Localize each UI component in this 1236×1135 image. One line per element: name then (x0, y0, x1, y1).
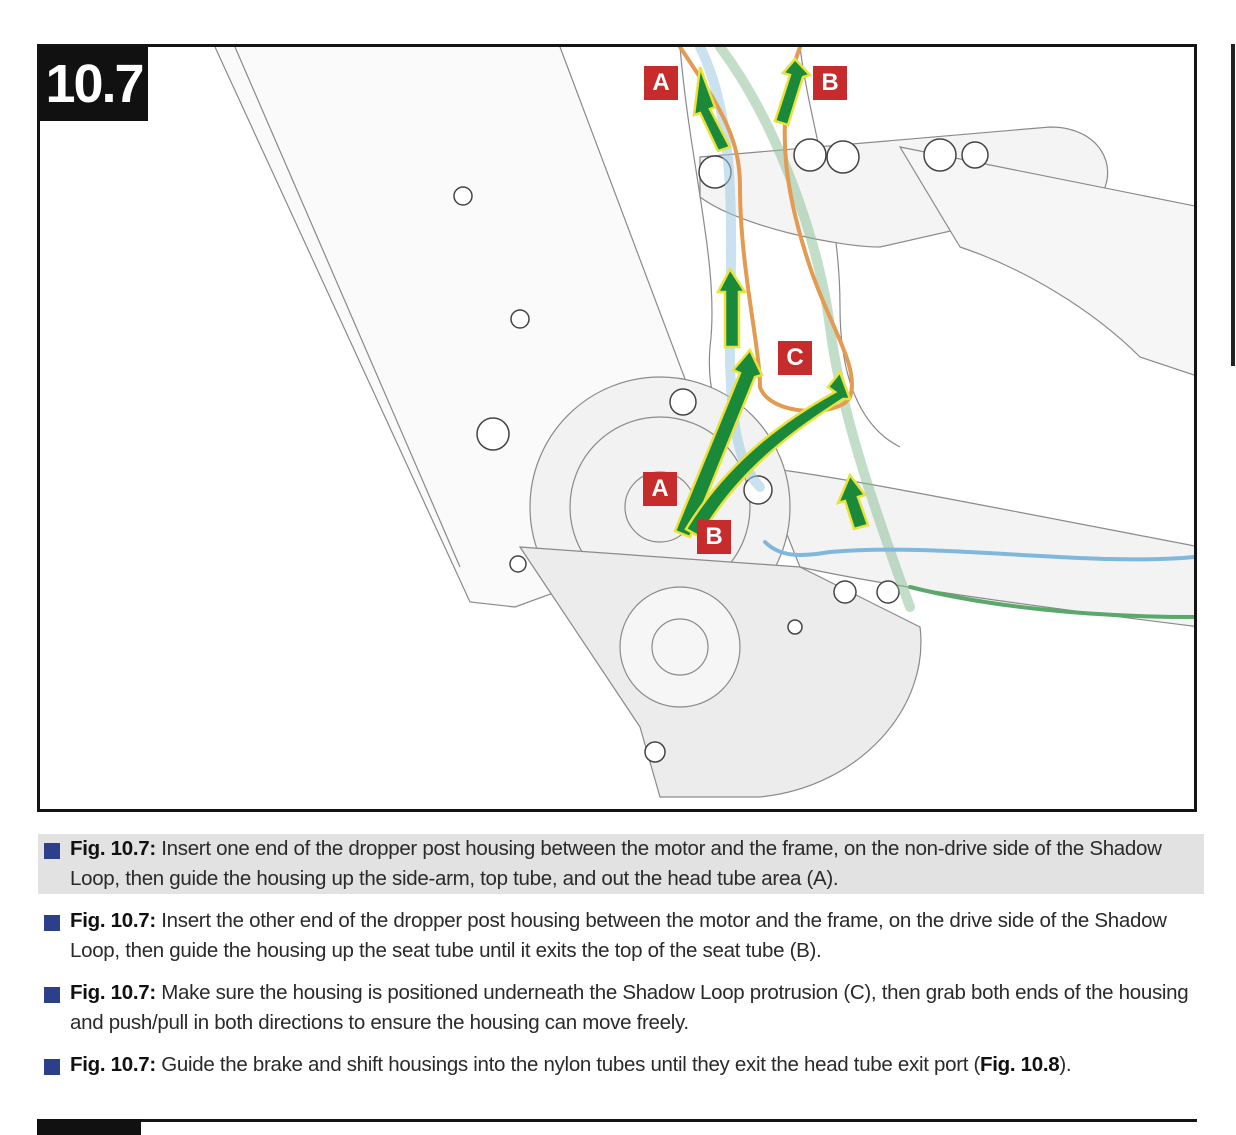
bullet-square (44, 1059, 60, 1075)
figure-reference: Fig. 10.7: (70, 909, 156, 932)
instruction-step: Fig. 10.7: Make sure the housing is posi… (44, 978, 1204, 1038)
bolt (826, 140, 860, 174)
figure-number: 10.7 (40, 47, 148, 121)
figure-10-7: 10.7 A B C A B (37, 44, 1197, 812)
arrow-long-a (673, 347, 764, 539)
figure-link[interactable]: Fig. 10.8 (980, 1053, 1060, 1076)
next-figure-frame (37, 1119, 1197, 1135)
bolt (793, 138, 827, 172)
arrow-mid (715, 266, 748, 349)
label-a-bottom: A (643, 472, 677, 506)
next-figure-number-block (37, 1119, 141, 1135)
housing-green-tube (715, 47, 915, 612)
instruction-step: Fig. 10.7: Guide the brake and shift hou… (44, 1050, 1204, 1080)
instruction-step: Fig. 10.7: Insert the other end of the d… (44, 906, 1204, 966)
bolt (833, 580, 857, 604)
instruction-list: Fig. 10.7: Insert one end of the dropper… (38, 834, 1204, 1092)
figure-reference: Fig. 10.7: (70, 837, 156, 860)
step-text: Insert the other end of the dropper post… (70, 909, 1167, 962)
bullet-square (44, 987, 60, 1003)
figure-reference: Fig. 10.7: (70, 1053, 156, 1076)
bolt (644, 741, 666, 763)
step-text: Insert one end of the dropper post housi… (70, 837, 1162, 890)
label-c: C (778, 341, 812, 375)
bike-frame-illustration (214, 47, 1194, 798)
bolt (669, 388, 697, 416)
bolt (876, 580, 900, 604)
bullet-square (44, 843, 60, 859)
arrow-long-b (684, 369, 852, 539)
bullet-square (44, 915, 60, 931)
housing-blue (763, 540, 1194, 562)
figure-reference: Fig. 10.7: (70, 981, 156, 1004)
bolt (961, 141, 989, 169)
label-b-bottom: B (697, 520, 731, 554)
step-text-tail: ). (1059, 1053, 1072, 1076)
bolt (453, 186, 473, 206)
arrow-up-b-top (773, 57, 813, 127)
side-rule (1231, 44, 1235, 366)
routing-arrows (673, 57, 870, 539)
bolt (509, 555, 527, 573)
step-text: Guide the brake and shift housings into … (155, 1053, 981, 1076)
bolt (476, 417, 510, 451)
label-a-top: A (644, 66, 678, 100)
instruction-step: Fig. 10.7: Insert one end of the dropper… (38, 834, 1204, 894)
bolt (787, 619, 803, 635)
label-b-top: B (813, 66, 847, 100)
housing-green (908, 585, 1194, 619)
step-text: Make sure the housing is positioned unde… (70, 981, 1189, 1034)
arrow-up-a-top (692, 66, 732, 153)
arrow-chainstay (835, 472, 870, 531)
bolt (923, 138, 957, 172)
bolt (510, 309, 530, 329)
